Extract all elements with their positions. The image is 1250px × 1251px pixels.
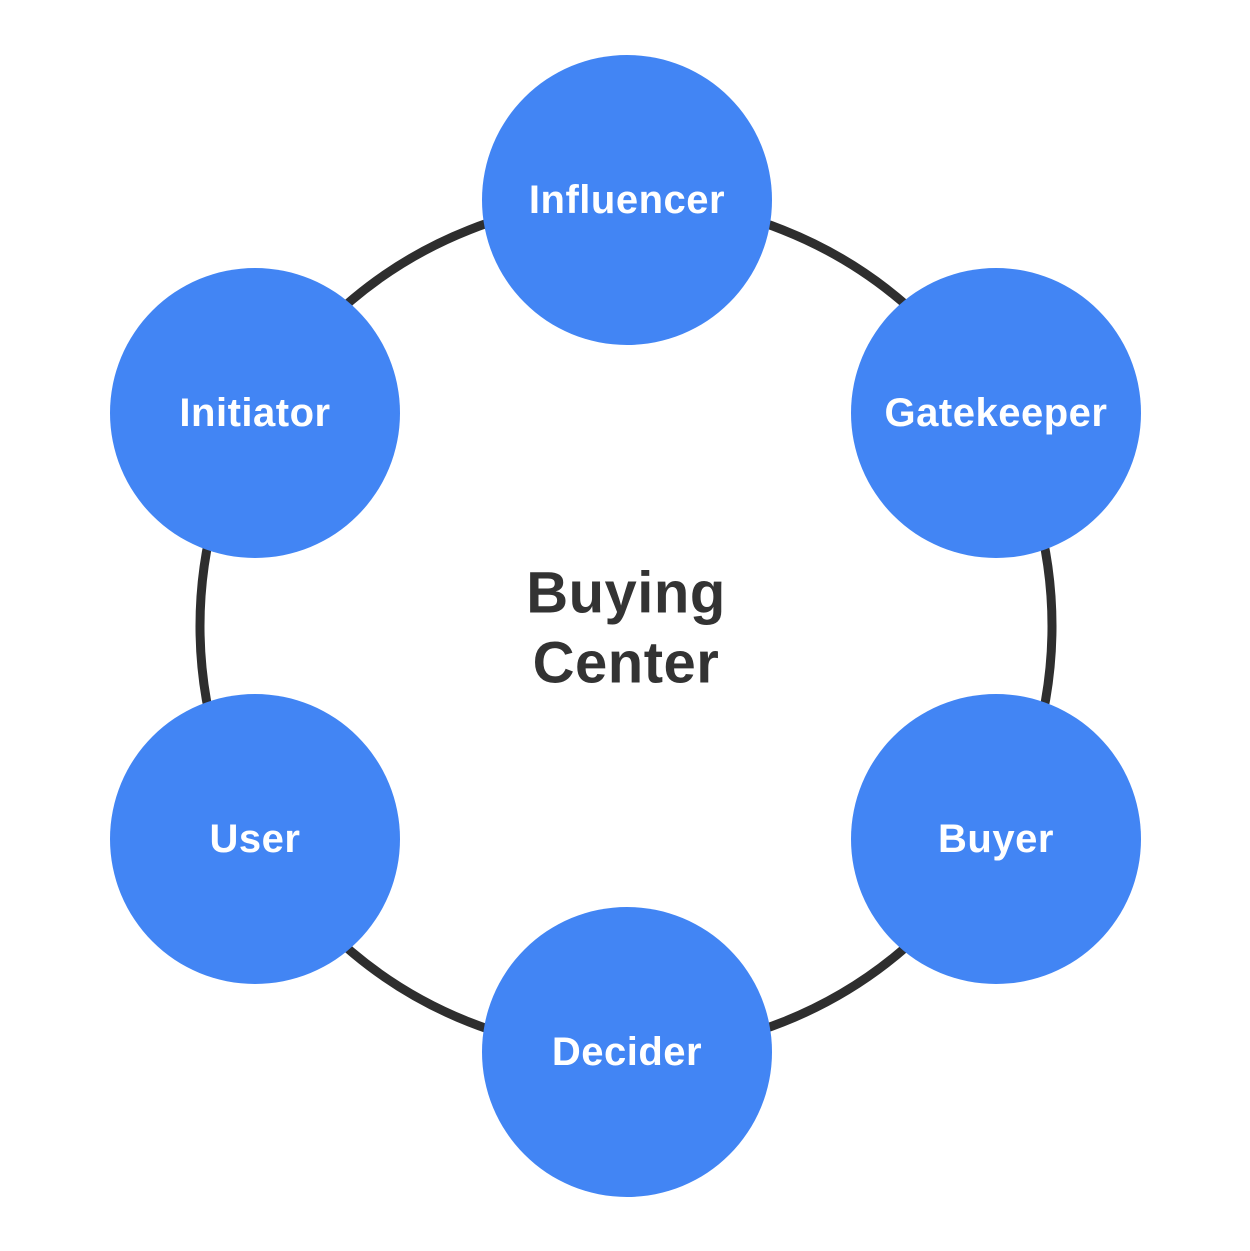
diagram-title-line1: Buying: [526, 560, 726, 626]
node-user: User: [110, 694, 400, 984]
node-influencer-label: Influencer: [528, 177, 726, 222]
node-user-label: User: [209, 816, 301, 861]
node-decider: Decider: [482, 907, 772, 1197]
node-influencer: Influencer: [482, 55, 772, 345]
node-gatekeeper-label: Gatekeeper: [884, 390, 1108, 435]
node-decider-label: Decider: [551, 1029, 703, 1074]
node-buyer-label: Buyer: [938, 816, 1054, 861]
diagram-title-line2: Center: [532, 630, 720, 695]
diagram-title: Buying Center: [526, 558, 726, 697]
node-initiator-label: Initiator: [179, 390, 331, 435]
node-buyer: Buyer: [851, 694, 1141, 984]
node-initiator: Initiator: [110, 268, 400, 558]
node-gatekeeper: Gatekeeper: [851, 268, 1141, 558]
